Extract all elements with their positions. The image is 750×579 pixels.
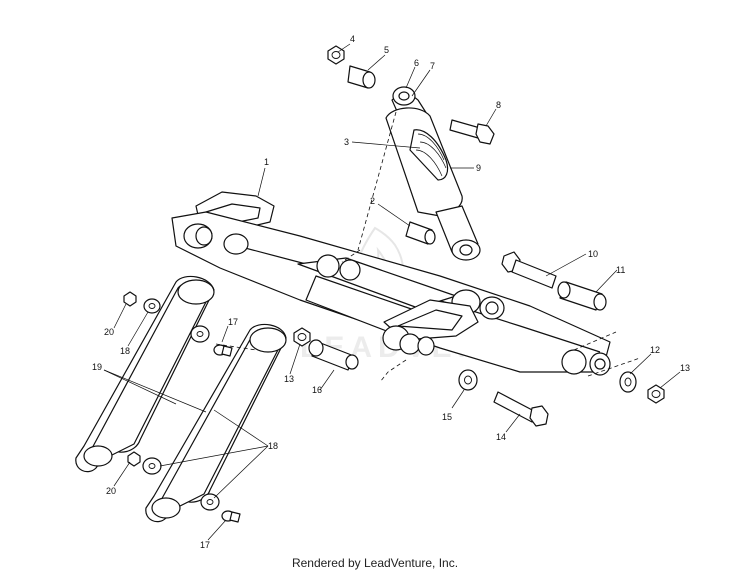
callout-16: 16 xyxy=(312,385,322,395)
callout-17-lower: 17 xyxy=(200,540,210,550)
callout-13-left: 13 xyxy=(284,374,294,384)
callout-15: 15 xyxy=(442,412,452,422)
pivot-shaft-16 xyxy=(308,339,359,371)
bolt-10 xyxy=(501,251,557,289)
washer-18-mid xyxy=(190,325,210,343)
assembly-lines xyxy=(215,111,641,383)
callout-13-right: 13 xyxy=(680,363,690,373)
callout-8: 8 xyxy=(496,100,501,110)
washer-18-bottom xyxy=(200,493,220,511)
washer-18-lower xyxy=(142,457,162,475)
spacer-2 xyxy=(405,221,436,245)
bolt-14 xyxy=(493,391,549,427)
shock-absorber xyxy=(385,86,481,261)
callout-19: 19 xyxy=(92,362,102,372)
washer-15 xyxy=(458,369,478,391)
callout-6: 6 xyxy=(414,58,419,68)
bolt-17-upper xyxy=(213,344,233,357)
lock-nut-20-upper xyxy=(123,291,137,307)
callout-10: 10 xyxy=(588,249,598,259)
link-arm-right xyxy=(145,323,287,523)
callout-14: 14 xyxy=(496,432,506,442)
rear-arm xyxy=(171,191,611,376)
callout-3: 3 xyxy=(344,137,349,147)
bushing-11 xyxy=(557,281,607,311)
callout-12: 12 xyxy=(650,345,660,355)
bushing-5 xyxy=(347,65,376,89)
callout-18-lower: 18 xyxy=(268,441,278,451)
callout-1: 1 xyxy=(264,157,269,167)
leader-lines xyxy=(103,43,681,541)
washer-18-upper xyxy=(143,298,161,314)
callout-20-upper: 20 xyxy=(104,327,114,337)
lock-nut-top xyxy=(327,45,345,65)
lock-nut-20-lower xyxy=(127,451,141,467)
bolt-8 xyxy=(449,119,495,145)
lock-nut-13-left xyxy=(293,327,311,347)
callout-2: 2 xyxy=(370,196,375,206)
bolt-17-lower xyxy=(221,510,241,523)
callout-20-lower: 20 xyxy=(106,486,116,496)
washer-12 xyxy=(619,371,637,393)
callout-11: 11 xyxy=(616,265,625,275)
callout-17-upper: 17 xyxy=(228,317,238,327)
callout-4: 4 xyxy=(350,34,355,44)
link-arm-left xyxy=(75,275,215,473)
callout-5: 5 xyxy=(384,45,389,55)
lock-nut-13-right xyxy=(647,384,665,404)
callout-9: 9 xyxy=(476,163,481,173)
render-credit: Rendered by LeadVenture, Inc. xyxy=(291,556,459,570)
callout-18-upper: 18 xyxy=(120,346,130,356)
callout-labels: 1 2 3 4 5 6 7 8 9 10 11 12 13 13 14 15 1… xyxy=(92,34,690,550)
callout-7: 7 xyxy=(430,61,435,71)
